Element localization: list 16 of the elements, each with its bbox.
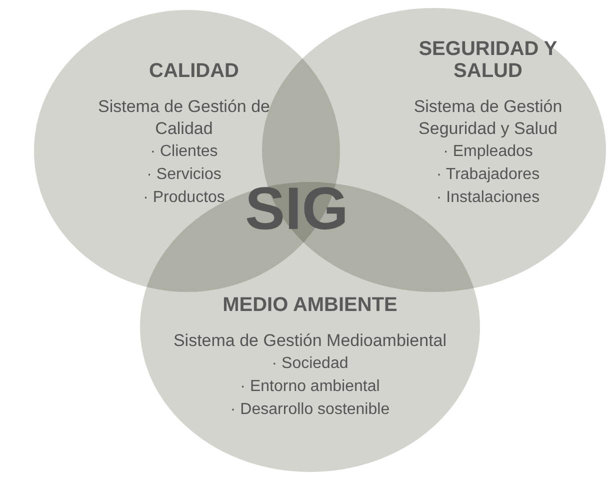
list-item: · Trabajadores (436, 166, 540, 183)
circle-heading: MEDIO AMBIENTE (222, 294, 398, 316)
circle-heading: SEGURIDAD Y SALUD (418, 38, 558, 82)
circle-description: Sistema de Gestión Medioambiental (173, 331, 447, 350)
list-item: · Clientes (150, 143, 218, 160)
circle-description: Sistema de Gestión Seguridad y Salud (414, 97, 562, 138)
list-item: · Servicios (146, 166, 222, 183)
list-item: · Sociedad (272, 355, 348, 372)
center-label: SIG (245, 176, 348, 242)
list-item: · Productos (143, 189, 225, 206)
list-item: · Empleados (443, 143, 533, 160)
list-item: · Desarrollo sostenible (230, 401, 390, 418)
list-item: · Entorno ambiental (240, 378, 380, 395)
list-item: · Instalaciones (436, 189, 540, 206)
circle-heading: CALIDAD (149, 60, 239, 82)
circle-description: Sistema de Gestión de Calidad (98, 97, 270, 138)
